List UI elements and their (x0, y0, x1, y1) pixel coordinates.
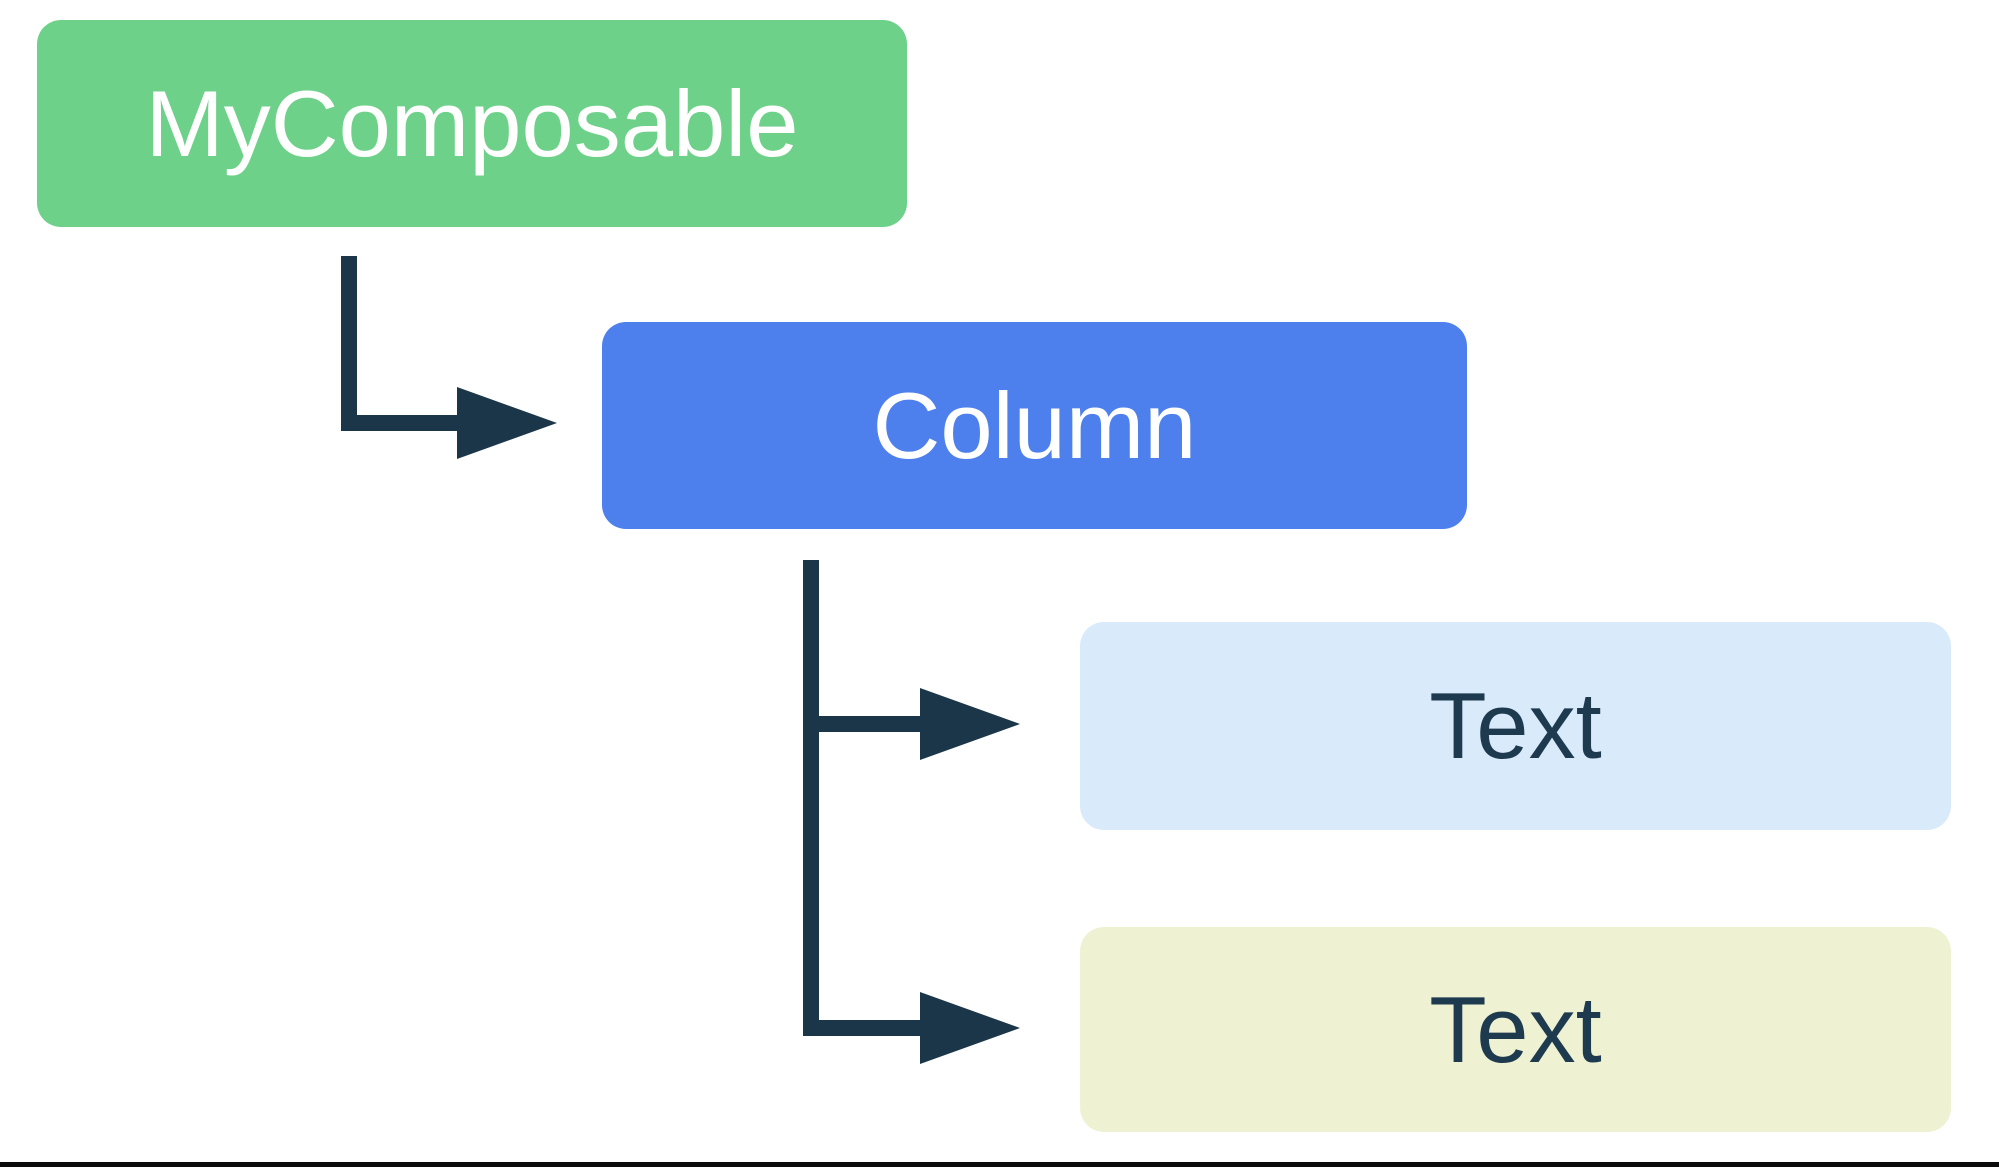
arrowhead-right-icon (920, 992, 1020, 1064)
node-text-2-label: Text (1429, 976, 1602, 1082)
connector-column-to-text1-horizontal (803, 716, 920, 732)
node-mycomposable-label: MyComposable (145, 70, 799, 176)
node-column-label: Column (872, 372, 1197, 478)
node-text-1-label: Text (1429, 673, 1602, 778)
node-column: Column (602, 322, 1467, 529)
arrowhead-right-icon (920, 688, 1020, 760)
connector-root-to-column-horizontal (341, 415, 461, 431)
connector-root-to-column-vertical (341, 256, 357, 431)
arrowhead-right-icon (457, 387, 557, 459)
bottom-rule (0, 1162, 1999, 1167)
node-text-1: Text (1080, 622, 1951, 830)
connector-column-to-text2-horizontal (803, 1020, 920, 1036)
connector-column-trunk-vertical (803, 560, 819, 1036)
node-text-2: Text (1080, 927, 1951, 1132)
node-mycomposable: MyComposable (37, 20, 907, 227)
